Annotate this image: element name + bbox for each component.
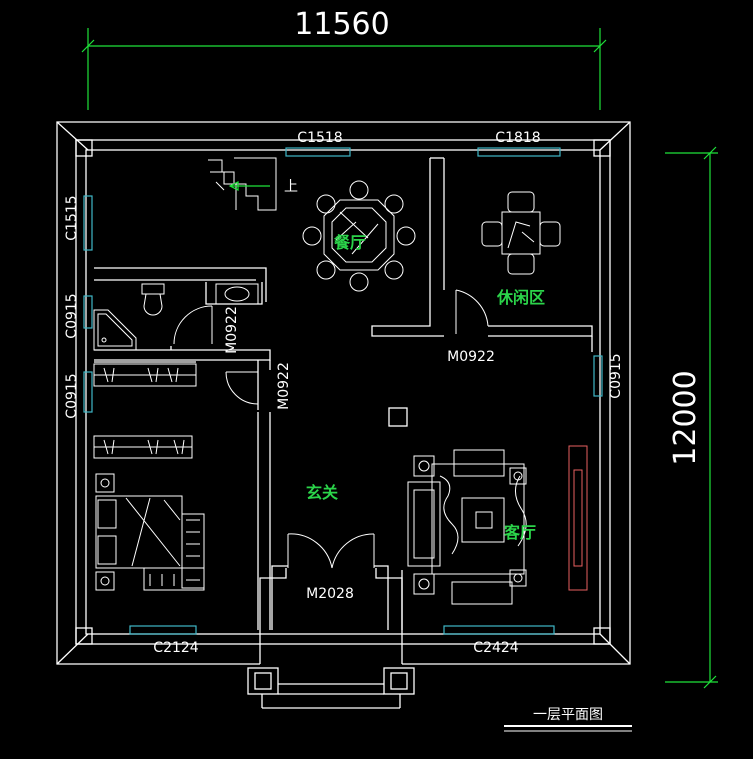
window-bed-bottom <box>129 625 197 635</box>
room-dining-label: 餐厅 <box>333 233 366 252</box>
living-room-furniture <box>407 445 588 605</box>
drawing-title-text: 一层平面图 <box>533 707 603 723</box>
dining-table <box>302 180 416 292</box>
label-window-bed-left: C0915 <box>64 373 80 418</box>
wardrobes <box>93 363 197 459</box>
label-door-bedroom: M0922 <box>276 362 292 410</box>
window-left-upper <box>83 195 93 251</box>
room-living-label: 客厅 <box>504 523 536 542</box>
dimension-top: 11560 <box>81 7 607 110</box>
label-window-bed-bottom: C2124 <box>153 640 198 656</box>
window-living-bottom <box>443 625 555 635</box>
dimension-width: 11560 <box>294 7 389 42</box>
window-dining-top <box>285 147 351 157</box>
bathroom-fixtures <box>93 283 259 351</box>
exterior-walls <box>75 139 611 645</box>
window-bath-left <box>83 295 93 329</box>
room-labels: 餐厅 休闲区 玄关 客厅 <box>306 233 545 542</box>
label-window-left-upper: C1515 <box>64 195 80 240</box>
staircase: 上 <box>208 157 298 211</box>
room-lounge-label: 休闲区 <box>496 288 545 307</box>
room-foyer-label: 玄关 <box>306 483 338 502</box>
stair-direction-label: 上 <box>284 179 298 195</box>
window-lounge-top <box>477 147 561 157</box>
label-window-dining-top: C1518 <box>297 130 342 146</box>
label-window-lounge-top: C1818 <box>495 130 540 146</box>
door-labels: M0922 M0922 M0922 M2028 <box>224 306 495 602</box>
interior-walls <box>94 157 593 709</box>
dimension-right: 12000 <box>665 146 718 689</box>
window-bed-left <box>83 371 93 413</box>
label-door-entrance: M2028 <box>306 586 354 602</box>
lounge-table <box>481 191 561 275</box>
label-window-right: C0915 <box>608 353 624 398</box>
dimension-height: 12000 <box>668 370 703 465</box>
drawing-title: 一层平面图 <box>504 707 632 732</box>
label-window-living-bottom: C2424 <box>473 640 518 656</box>
doors <box>173 289 489 569</box>
window-right <box>593 355 603 397</box>
roof-outline <box>56 121 631 665</box>
bed <box>95 473 205 591</box>
label-door-bath: M0922 <box>224 306 240 354</box>
label-door-lounge: M0922 <box>447 349 495 365</box>
windows <box>83 147 603 635</box>
label-window-bath-left: C0915 <box>64 293 80 338</box>
window-labels: C1518 C1818 C1515 C0915 C0915 C0915 C212… <box>64 130 624 656</box>
